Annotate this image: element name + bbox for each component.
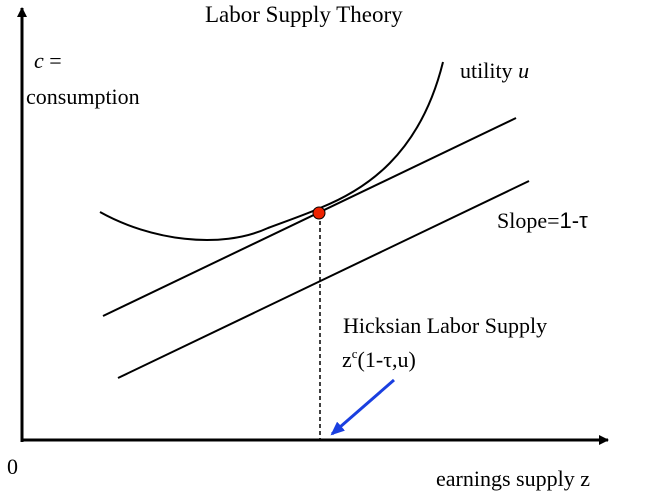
diagram-title: Labor Supply Theory [205,2,403,27]
hicksian-base: z [342,347,352,372]
slope-label-value: 1-τ [560,208,589,233]
utility-curve [99,61,444,241]
budget-line-lower [117,180,530,379]
tangency-point [312,206,326,220]
slope-label: Slope=1-τ [497,208,588,233]
y-axis-variable: c [34,48,44,73]
hicksian-args: (1-τ,u) [358,347,416,372]
hicksian-arrow [330,378,395,436]
y-axis-label: c = [34,48,62,73]
x-axis-label: earnings supply z [436,466,590,491]
hicksian-label-line1: Hicksian Labor Supply [343,313,547,338]
y-axis-label-line2: consumption [26,84,140,109]
budget-line-upper [102,117,517,317]
slope-label-prefix: Slope= [497,208,560,233]
y-axis-equals: = [44,48,62,73]
utility-label: utility u [460,58,529,83]
origin-label: 0 [7,454,18,479]
utility-label-text: utility [460,58,518,83]
hicksian-superscript: c [352,346,358,361]
utility-label-variable: u [518,58,529,83]
hicksian-label-line2: zc(1-τ,u) [342,346,416,372]
